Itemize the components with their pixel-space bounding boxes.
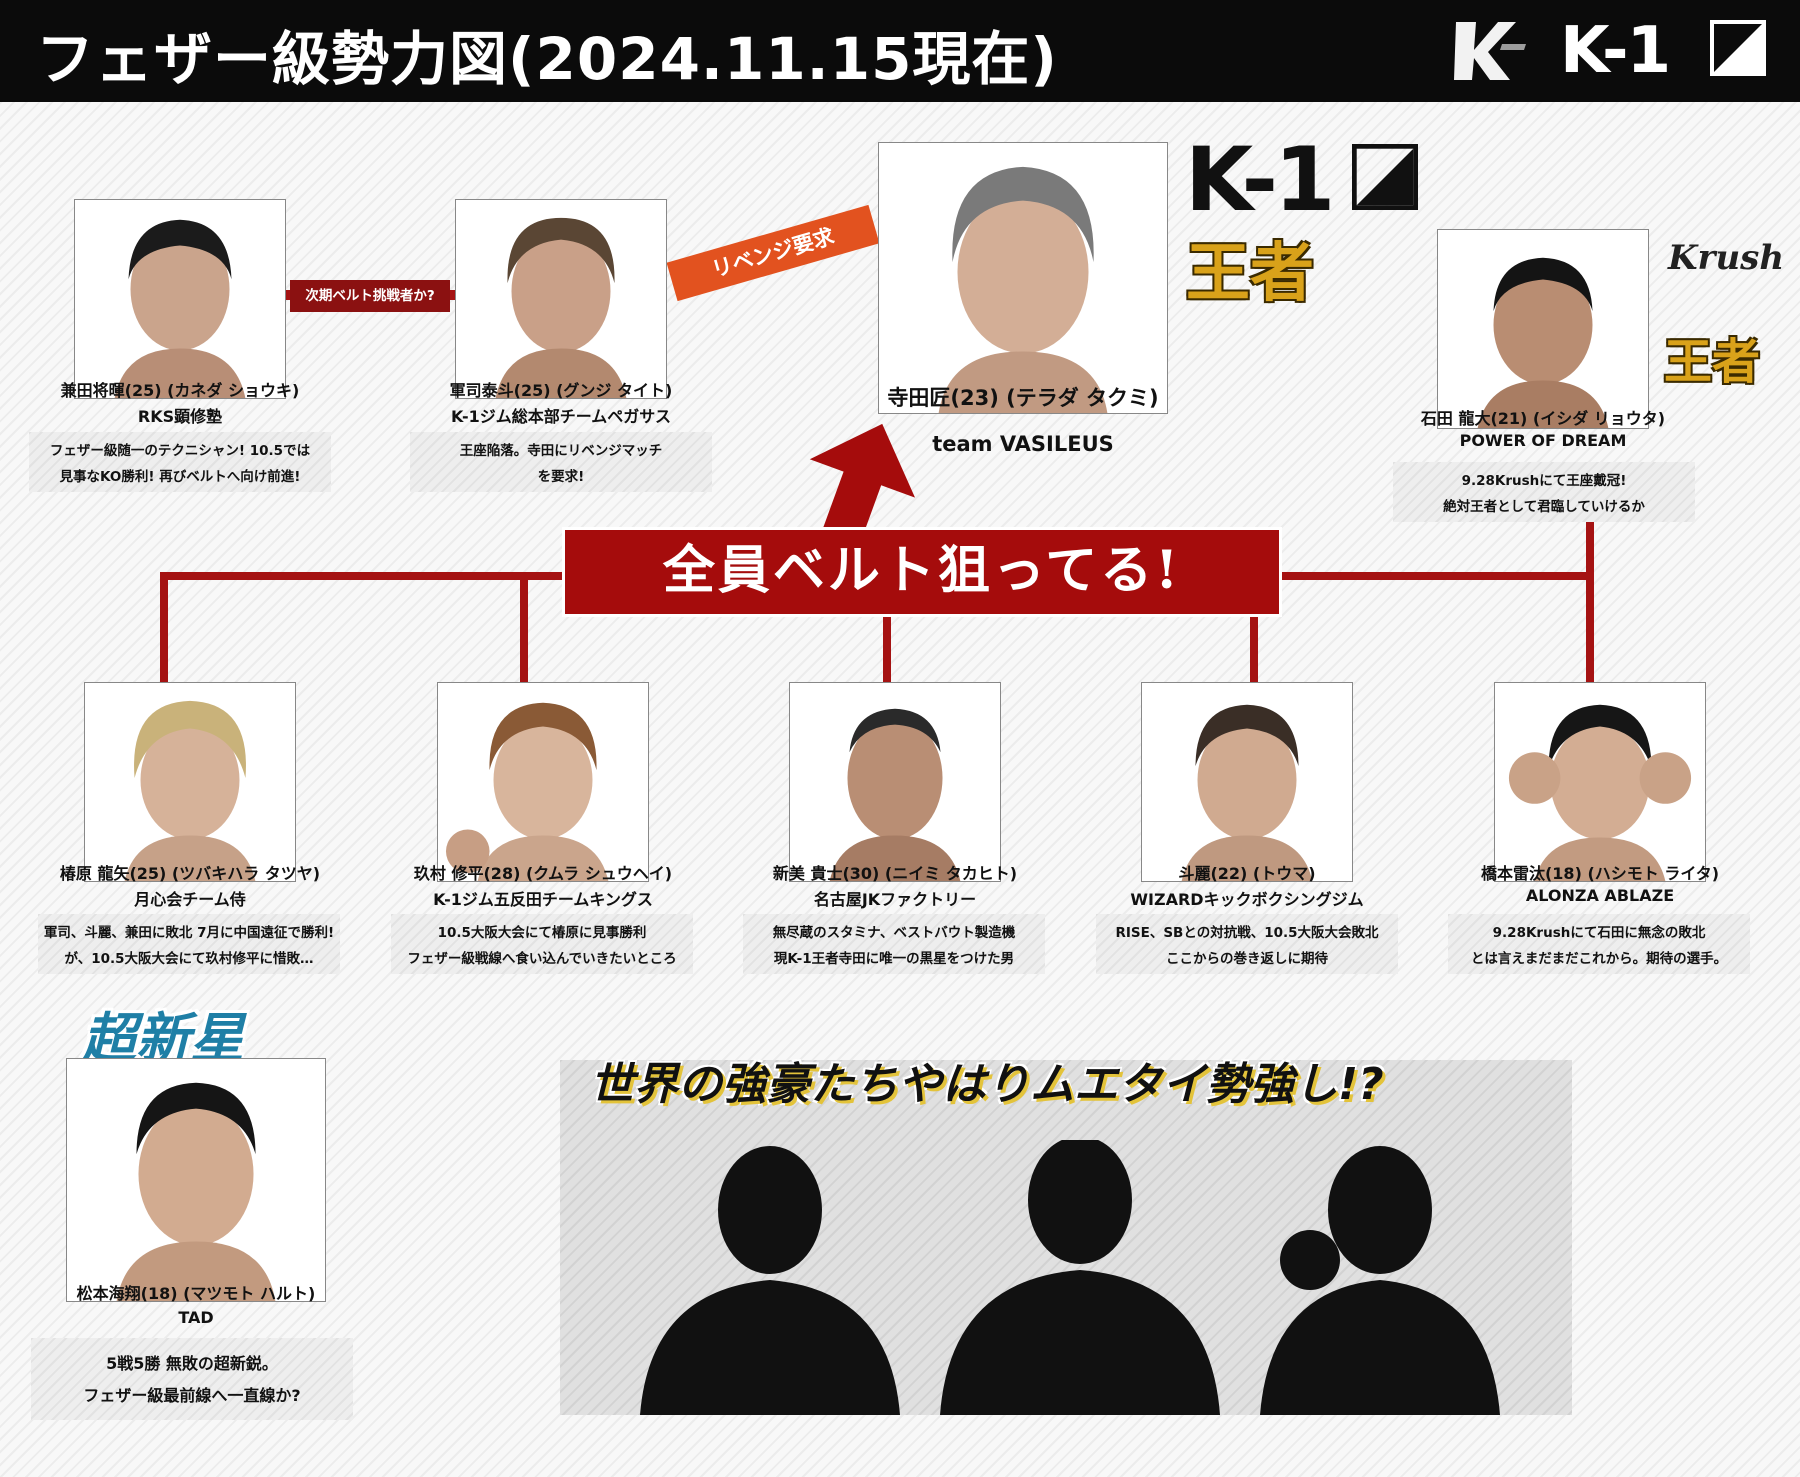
fighter-name: 玖村 修平(28) (クムラ シュウヘイ) <box>397 860 689 884</box>
fighter-desc: 9.28Krushにて石田に無念の敗北とは言えまだまだこれから。期待の選手。 <box>1448 914 1750 974</box>
fighter-gym: 月心会チーム侍 <box>44 886 336 910</box>
fighter-card-matsumoto: 松本海翔(18) (マツモト ハルト) TAD <box>66 1058 326 1302</box>
krush-logo: Krush <box>1668 238 1784 278</box>
fighter-desc: 10.5大阪大会にて椿原に見事勝利フェザー級戦線へ食い込んでいきたいところ <box>391 914 693 974</box>
fighter-name: 新美 貴士(30) (ニイミ タカヒト) <box>749 860 1041 884</box>
fighter-desc: RISE、SBとの対抗戦、10.5大阪大会敗北ここからの巻き返しに期待 <box>1096 914 1398 974</box>
fighter-name: 兼田将暉(25) (カネダ ショウキ) <box>34 377 326 401</box>
fighter-photo <box>789 682 1001 882</box>
fighter-portrait-icon <box>438 683 648 881</box>
fighter-card-toma: 斗麗(22) (トウマ) WIZARDキックボクシングジム <box>1141 682 1353 882</box>
k1-slash-icon <box>1352 144 1418 210</box>
fighter-card-terada: 寺田匠(23) (テラダ タクミ) team VASILEUS <box>878 142 1168 414</box>
fighter-desc: 軍司、斗麗、兼田に敗北 7月に中国遠征で勝利!が、10.5大阪大会にて玖村修平に… <box>38 914 340 974</box>
page-title: フェザー級勢力図(2024.11.15現在) <box>36 12 1058 96</box>
fighter-portrait-icon <box>1438 230 1648 428</box>
fighter-name: 軍司泰斗(25) (グンジ タイト) <box>415 377 707 401</box>
fighter-photo <box>1494 682 1706 882</box>
revenge-tag: リベンジ要求 <box>667 205 880 301</box>
fighter-portrait-icon <box>75 200 285 398</box>
fighter-photo <box>1437 229 1649 429</box>
fighter-desc: 9.28Krushにて王座戴冠!絶対王者として君臨していけるか <box>1393 462 1695 522</box>
fighter-gym: 名古屋JKファクトリー <box>749 886 1041 910</box>
fighter-portrait-icon <box>790 683 1000 881</box>
fighter-gym: team VASILEUS <box>838 432 1208 456</box>
fighter-photo <box>455 199 667 399</box>
k1-champion-label: 王者 <box>1186 222 1314 314</box>
fighter-name: 寺田匠(23) (テラダ タクミ) <box>838 382 1208 412</box>
fighter-gym: POWER OF DREAM <box>1397 431 1689 450</box>
fighter-gym: TAD <box>26 1308 366 1327</box>
fighter-gym: K-1ジム総本部チームペガサス <box>415 403 707 427</box>
fighter-portrait-icon <box>879 143 1167 413</box>
fighter-card-kaneda: 兼田将暉(25) (カネダ ショウキ) RKS顕修塾 <box>74 199 286 399</box>
fighter-card-niimi: 新美 貴士(30) (ニイミ タカヒト) 名古屋JKファクトリー <box>789 682 1001 882</box>
fighter-desc: 5戦5勝 無敗の超新鋭。フェザー級最前線へ一直線か? <box>31 1338 353 1420</box>
fighter-gym: RKS顕修塾 <box>34 403 326 427</box>
k1-logo-big: K-1 <box>1185 128 1331 231</box>
fighter-photo <box>437 682 649 882</box>
fighter-gym: K-1ジム五反田チームキングス <box>397 886 689 910</box>
fighter-card-ishida: 石田 龍大(21) (イシダ リョウタ) POWER OF DREAM <box>1437 229 1649 429</box>
fighter-name: 橋本雷汰(18) (ハシモト ライタ) <box>1454 860 1746 884</box>
fighter-gym: WIZARDキックボクシングジム <box>1101 886 1393 910</box>
tree-drop-line <box>160 572 168 682</box>
fighter-name: 松本海翔(18) (マツモト ハルト) <box>26 1280 366 1304</box>
fighter-desc: 無尽蔵のスタミナ、ベストバウト製造機現K-1王者寺田に唯一の黒星をつけた男 <box>743 914 1045 974</box>
tree-drop-line <box>883 612 891 682</box>
k1-slash-icon <box>1710 20 1766 76</box>
fighter-portrait-icon <box>1142 683 1352 881</box>
silhouettes-icon <box>620 1140 1540 1415</box>
fighter-portrait-icon <box>67 1059 325 1301</box>
fighter-desc: 王座陥落。寺田にリベンジマッチを要求! <box>410 432 712 492</box>
fighter-photo <box>1141 682 1353 882</box>
fighter-gym: ALONZA ABLAZE <box>1454 886 1746 905</box>
world-title: 世界の強豪たちやはりムエタイ勢強し!? <box>590 1048 1384 1112</box>
fighter-photo <box>878 142 1168 414</box>
fighter-portrait-icon <box>456 200 666 398</box>
fighter-desc: フェザー級随一のテクニシャン! 10.5では見事なKO勝利! 再びベルトへ向け前… <box>29 432 331 492</box>
fighter-name: 石田 龍大(21) (イシダ リョウタ) <box>1397 405 1689 429</box>
fighter-portrait-icon <box>1495 683 1705 881</box>
fighter-name: 斗麗(22) (トウマ) <box>1101 860 1393 884</box>
fighter-name: 椿原 龍矢(25) (ツバキハラ タツヤ) <box>44 860 336 884</box>
fighter-photo <box>66 1058 326 1302</box>
fighter-card-tsubakihara: 椿原 龍矢(25) (ツバキハラ タツヤ) 月心会チーム侍 <box>84 682 296 882</box>
fighter-card-hashimoto: 橋本雷汰(18) (ハシモト ライタ) ALONZA ABLAZE <box>1494 682 1706 882</box>
next-challenger-tag: 次期ベルト挑戦者か? <box>290 280 450 312</box>
fighter-card-gunji: 軍司泰斗(25) (グンジ タイト) K-1ジム総本部チームペガサス <box>455 199 667 399</box>
krush-champion-label: 王者 <box>1664 322 1760 392</box>
fighter-photo <box>84 682 296 882</box>
tree-drop-line <box>520 572 528 682</box>
belt-banner: 全員ベルト狙ってる! <box>562 527 1282 617</box>
k1-logo: K-1 <box>1560 14 1669 88</box>
fighter-card-kumura: 玖村 修平(28) (クムラ シュウヘイ) K-1ジム五反田チームキングス <box>437 682 649 882</box>
tree-drop-line <box>1586 522 1594 682</box>
fighter-photo <box>74 199 286 399</box>
fighter-portrait-icon <box>85 683 295 881</box>
krush-logo-icon <box>1446 14 1530 86</box>
